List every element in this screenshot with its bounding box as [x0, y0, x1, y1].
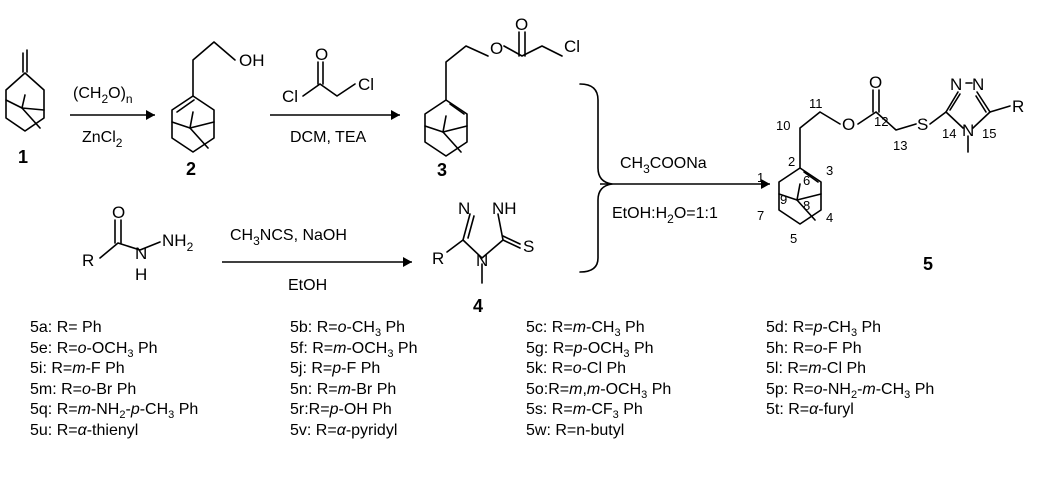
substituent-5s: 5s: R=m-CF3 Ph — [526, 401, 643, 422]
reagent-paraformaldehyde: (CH2O)n — [73, 85, 133, 106]
substituent-table: 5a: R= Ph 5b: R=o-CH3 Ph 5c: R=m-CH3 Ph 5d:… — [0, 318, 1038, 482]
reagent-dcm-tea: DCM, TEA — [290, 129, 366, 146]
atom-number-11: 11 — [809, 96, 823, 111]
substituent-5w: 5w: R=n-butyl — [526, 421, 625, 439]
hydrazide-structure — [99, 219, 161, 259]
substituent-5p: 5p: R=o-NH2-m-CH3 Ph — [766, 380, 935, 401]
compound-3-structure — [424, 31, 563, 157]
substituent-5k: 5k: R=o-Cl Ph — [526, 360, 627, 377]
atom-number-6: 6 — [803, 173, 810, 188]
atom-n-4-2: N — [476, 251, 488, 270]
substituent-5f: 5f: R=m-OCH3 Ph — [290, 339, 418, 360]
atom-o-carbonyl-3: O — [515, 15, 528, 34]
substituent-5d: 5d: R=p-CH3 Ph — [766, 319, 882, 340]
atom-r-5: R — [1012, 97, 1024, 116]
atom-oh: OH — [239, 51, 265, 70]
atom-n-4-1: N — [458, 199, 470, 218]
atom-cl-3: Cl — [564, 37, 580, 56]
atom-s-5: S — [917, 115, 928, 134]
atom-o-carbonyl-5: O — [869, 73, 882, 92]
atom-number-2: 2 — [788, 154, 795, 169]
reagent-ch3ncs-naoh: CH3NCS, NaOH — [230, 227, 347, 248]
atom-nh-4: NH — [492, 199, 517, 218]
atom-number-1: 1 — [757, 170, 764, 185]
substituent-5v: 5v: R=α-pyridyl — [290, 421, 398, 439]
atom-h-hydrazide: H — [135, 265, 147, 284]
substituent-5j: 5j: R=p-F Ph — [290, 360, 381, 377]
atom-number-7: 7 — [757, 208, 764, 223]
atom-number-10: 10 — [776, 118, 790, 133]
atom-r-hydrazide: R — [82, 251, 94, 270]
atom-n-hydrazide: N — [135, 244, 147, 263]
substituent-5q: 5q: R=m-NH2-p-CH3 Ph — [30, 401, 199, 422]
atom-o-carbonyl-reagent: O — [315, 45, 328, 64]
substituent-5c: 5c: R=m-CH3 Ph — [526, 319, 645, 340]
substituent-5u: 5u: R=α-thienyl — [30, 421, 139, 439]
compound-2-label: 2 — [186, 159, 196, 179]
compound-5-structure — [778, 82, 1011, 225]
compound-4-structure — [446, 213, 521, 284]
atom-s-4: S — [523, 237, 534, 256]
atom-number-14: 14 — [942, 126, 956, 141]
substituent-5e: 5e: R=o-OCH3 Ph — [30, 339, 158, 360]
atom-number-4: 4 — [826, 210, 833, 225]
substituent-5h: 5h: R=o-F Ph — [766, 339, 862, 357]
atom-n-5-3: N — [962, 121, 974, 140]
atom-number-3: 3 — [826, 163, 833, 178]
atom-nh2: NH2 — [162, 231, 194, 254]
compound-4-label: 4 — [473, 296, 483, 316]
chloroacetyl-chloride-structure — [302, 61, 356, 97]
reagent-sodium-acetate: CH3COONa — [620, 155, 707, 176]
atom-number-5: 5 — [790, 231, 797, 246]
compound-5-label: 5 — [923, 254, 933, 274]
substituent-5l: 5l: R=m-Cl Ph — [766, 360, 867, 377]
substituent-5r: 5r:R=p-OH Ph — [290, 401, 392, 418]
reagent-zncl2: ZnCl2 — [82, 129, 123, 150]
substituent-5b: 5b: R=o-CH3 Ph — [290, 319, 406, 340]
reagent-etoh: EtOH — [288, 277, 327, 294]
substituent-5i: 5i: R=m-F Ph — [30, 360, 125, 377]
atom-n-5-1: N — [950, 75, 962, 94]
atom-cl-acyl: Cl — [282, 87, 298, 106]
substituent-5m: 5m: R=o-Br Ph — [30, 380, 137, 398]
merge-brace — [579, 83, 613, 273]
atom-r-4: R — [432, 249, 444, 268]
substituent-5n: 5n: R=m-Br Ph — [290, 380, 397, 398]
substituent-5o: 5o:R=m,m-OCH3 Ph — [526, 380, 672, 401]
atom-number-15: 15 — [982, 126, 996, 141]
compound-1-structure — [5, 49, 45, 132]
compound-2-structure — [171, 41, 236, 153]
atom-o-ester: O — [490, 39, 503, 58]
substituent-5a: 5a: R= Ph — [30, 319, 102, 336]
atom-cl-alkyl: Cl — [358, 75, 374, 94]
reagent-etoh-water: EtOH:H2O=1:1 — [612, 205, 718, 226]
atom-number-8: 8 — [803, 198, 810, 213]
atom-n-5-2: N — [972, 75, 984, 94]
atom-number-9: 9 — [780, 192, 787, 207]
compound-1-label: 1 — [18, 147, 28, 167]
atom-number-12: 12 — [874, 114, 888, 129]
substituent-5t: 5t: R=α-furyl — [766, 401, 854, 418]
atom-number-13: 13 — [893, 138, 907, 153]
atom-o-hydrazide: O — [112, 203, 125, 222]
compound-3-label: 3 — [437, 160, 447, 180]
atom-o-ester-5: O — [842, 115, 855, 134]
substituent-5g: 5g: R=p-OCH3 Ph — [526, 339, 654, 360]
